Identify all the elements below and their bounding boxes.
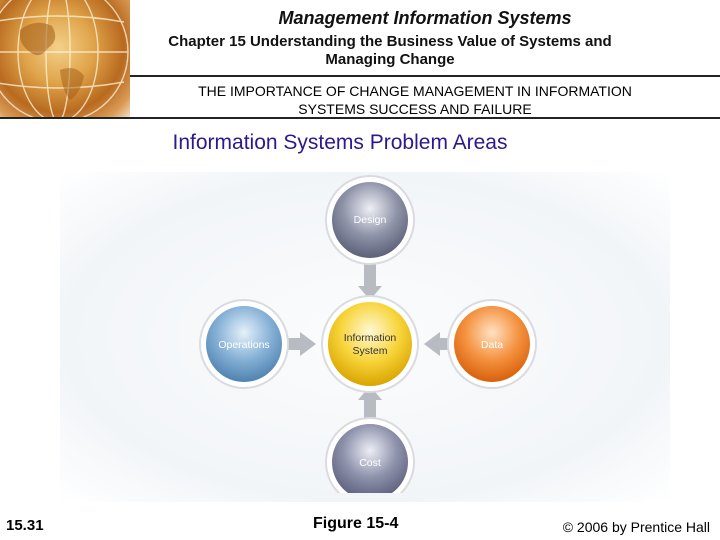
node-information-system: Information System xyxy=(321,295,419,393)
node-design-label: Design xyxy=(354,214,387,226)
header-divider xyxy=(130,75,720,77)
figure-reference: Figure 15-4 xyxy=(313,515,399,532)
presentation-title: Management Information Systems xyxy=(278,8,572,28)
node-data-label: Data xyxy=(481,339,503,351)
node-center-label-line-1: Information xyxy=(344,332,397,344)
node-design: Design xyxy=(325,175,415,265)
node-cost: Cost xyxy=(325,417,415,493)
subtitle-line-2: Managing Change xyxy=(325,51,455,68)
node-data: Data xyxy=(447,299,537,389)
arrow-top-to-center xyxy=(358,264,382,300)
subtitle-line-1: Chapter 15 Understanding the Business Va… xyxy=(168,33,612,50)
copyright-notice: © 2006 by Prentice Hall xyxy=(562,519,710,535)
globe-icon xyxy=(0,0,130,118)
slide-number: 15.31 xyxy=(6,517,44,534)
section-heading: THE IMPORTANCE OF CHANGE MANAGEMENT IN I… xyxy=(150,82,680,118)
section-line-1: THE IMPORTANCE OF CHANGE MANAGEMENT IN I… xyxy=(198,83,632,99)
node-operations-label: Operations xyxy=(218,339,269,351)
node-cost-label: Cost xyxy=(359,457,381,469)
section-line-2: SYSTEMS SUCCESS AND FAILURE xyxy=(298,101,532,117)
node-operations: Operations xyxy=(199,299,289,389)
chapter-subtitle: Chapter 15 Understanding the Business Va… xyxy=(140,33,640,69)
figure-title: Information Systems Problem Areas xyxy=(172,131,508,154)
problem-areas-diagram: Design Operations Data Cost Information … xyxy=(199,175,537,493)
section-divider xyxy=(0,117,720,119)
node-center-label-line-2: System xyxy=(352,345,387,357)
